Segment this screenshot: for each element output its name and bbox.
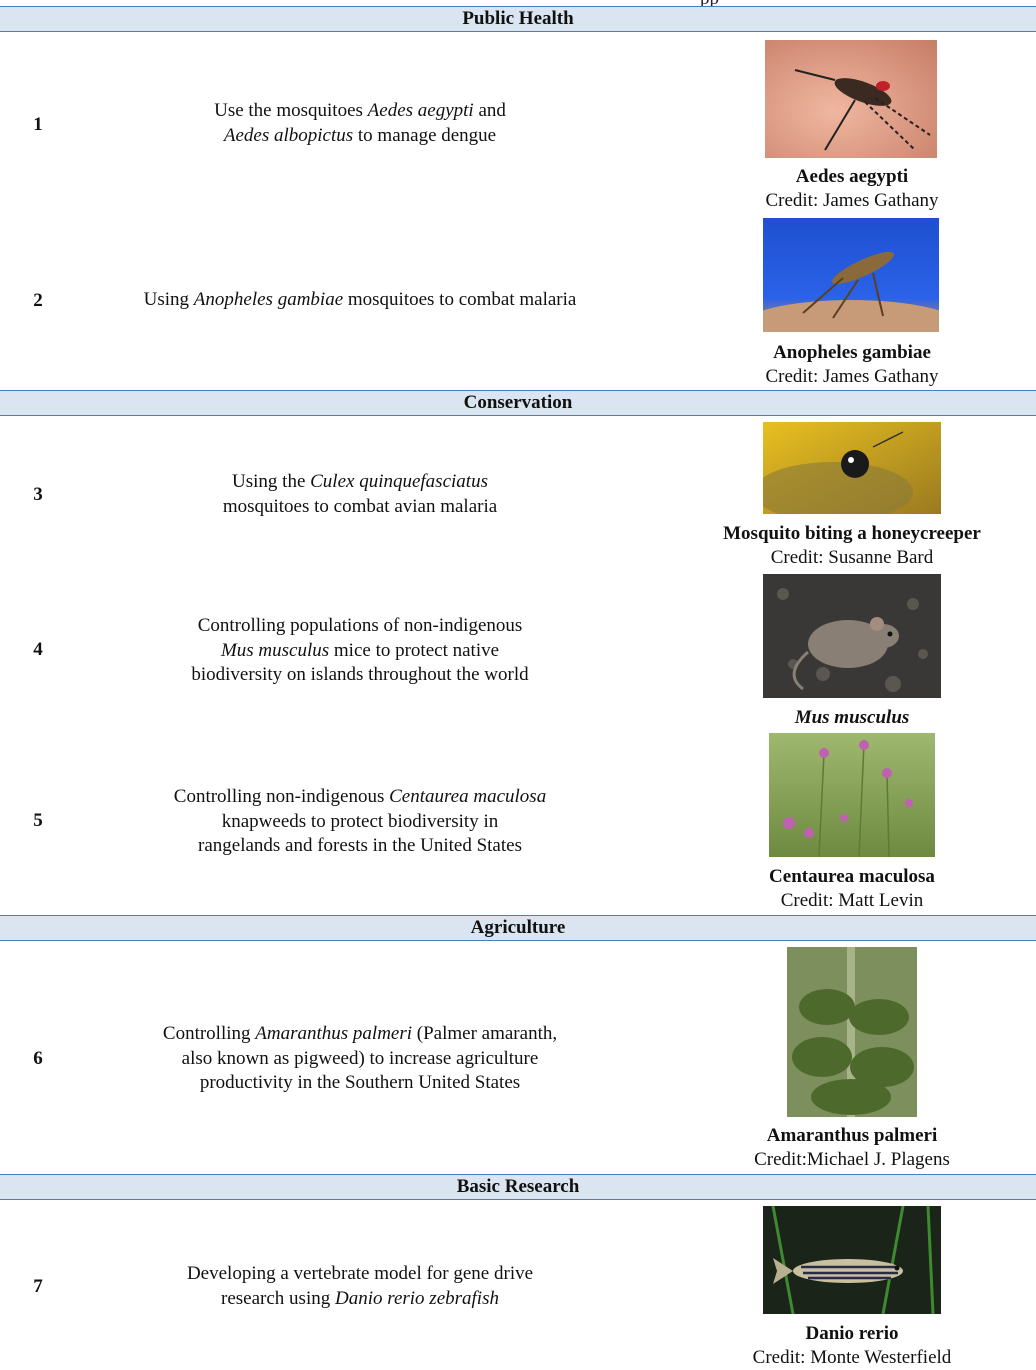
image-caption: Mus musculus: [794, 707, 910, 728]
danio-rerio-image: [763, 1206, 941, 1314]
section-header-basic-research: Basic Research: [0, 1174, 1036, 1200]
section-header-agriculture: Agriculture: [0, 915, 1036, 941]
row-number: 3: [33, 484, 43, 505]
honeycreeper-image: [763, 422, 941, 514]
image-caption: Mosquito biting a honeycreeper Credit: S…: [723, 523, 981, 568]
row-description: Developing a vertebrate model for gene d…: [186, 1263, 534, 1309]
row-number: 1: [33, 114, 43, 135]
row-description: Using the Culex quinquefasciatus mosquit…: [222, 471, 498, 517]
image-caption: Anopheles gambiae Credit: James Gathany: [765, 342, 939, 387]
clipped-heading-text: pp: [700, 0, 719, 10]
image-caption: Amaranthus palmeri Credit:Michael J. Pla…: [754, 1125, 950, 1170]
section-header-public-health: Public Health: [0, 6, 1036, 32]
row-description: Controlling populations of non-indigenou…: [191, 615, 529, 685]
row-number: 4: [33, 639, 43, 660]
amaranthus-palmeri-image: [787, 947, 917, 1117]
row-description: Controlling Amaranthus palmeri (Palmer a…: [162, 1023, 558, 1093]
row-description: Use the mosquitoes Aedes aegypti and Aed…: [214, 100, 506, 146]
mus-musculus-image: [763, 574, 941, 698]
row-number: 6: [33, 1048, 43, 1069]
row-number: 5: [33, 810, 43, 831]
section-header-conservation: Conservation: [0, 390, 1036, 416]
centaurea-maculosa-image: [769, 733, 935, 857]
image-caption: Danio rerio Credit: Monte Westerfield: [752, 1323, 952, 1368]
anopheles-gambiae-image: [763, 218, 939, 332]
row-number: 7: [33, 1276, 43, 1297]
row-number: 2: [33, 290, 43, 311]
image-caption: Aedes aegypti Credit: James Gathany: [765, 166, 939, 211]
row-description: Using Anopheles gambiae mosquitoes to co…: [143, 289, 577, 310]
row-description: Controlling non-indigenous Centaurea mac…: [173, 786, 547, 856]
image-caption: Centaurea maculosa Credit: Matt Levin: [769, 866, 935, 911]
aedes-aegypti-image: [765, 40, 937, 158]
